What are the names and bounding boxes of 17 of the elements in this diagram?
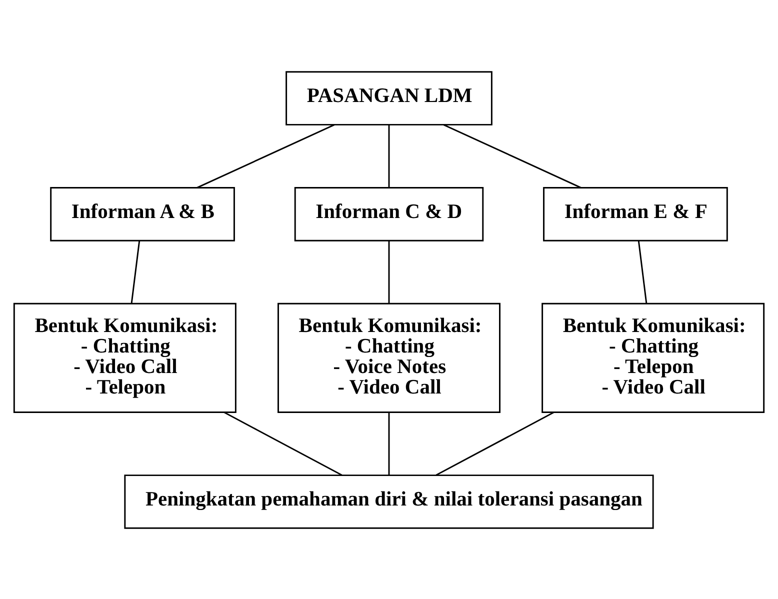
connector <box>130 240 140 304</box>
connector <box>436 411 554 476</box>
connector <box>388 412 390 475</box>
node-box: Informan E & F <box>543 186 728 241</box>
connector <box>443 124 582 188</box>
node-box: Informan A & B <box>50 186 235 241</box>
node-box: Bentuk Komunikasi: - Chatting - Voice Notes - Video Call <box>278 302 500 412</box>
connector <box>388 240 390 304</box>
connector <box>196 124 335 188</box>
node-box: Bentuk Komunikasi: - Chatting - Video Call - Telepon <box>13 302 236 412</box>
node-box: Bentuk Komunikasi: - Chatting - Telepon - Video Call <box>542 302 765 412</box>
node-box: PASANGAN LDM <box>286 70 492 125</box>
connector <box>388 124 390 188</box>
node-box: Informan C & D <box>294 186 484 241</box>
node-box: Peningkatan pemahaman diri & nilai toleransi pasangan <box>124 474 654 528</box>
connector <box>638 240 648 304</box>
connector <box>224 411 342 476</box>
